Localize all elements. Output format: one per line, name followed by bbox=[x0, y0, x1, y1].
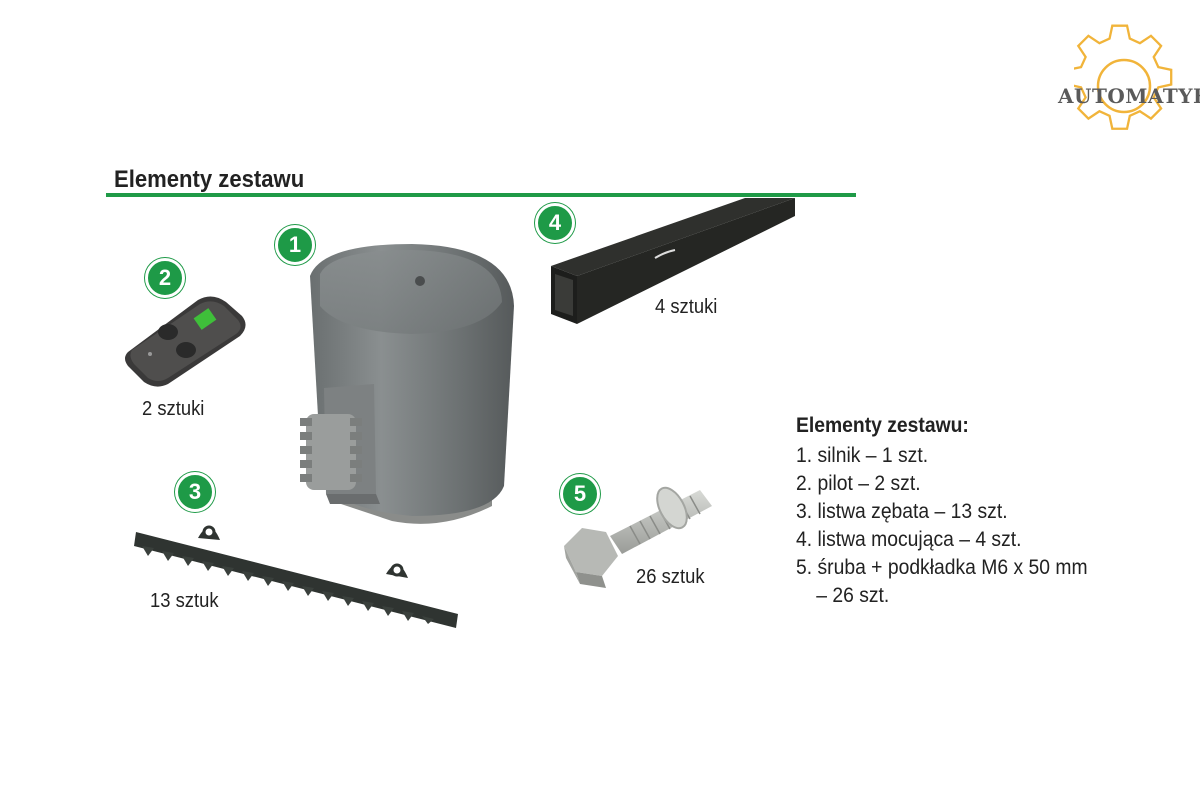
item-badge-5: 5 bbox=[560, 474, 600, 514]
item-badge-3: 3 bbox=[175, 472, 215, 512]
legend-item-1: 1. silnik – 1 szt. bbox=[796, 444, 929, 467]
section-title: Elementy zestawu bbox=[114, 166, 305, 193]
quantity-label-4: 4 sztuki bbox=[655, 296, 718, 318]
parts-legend: Elementy zestawu: 1. silnik – 1 szt. 2. … bbox=[796, 414, 1176, 610]
legend-item-4: 4. listwa mocująca – 4 szt. bbox=[796, 528, 1022, 551]
legend-item-5: 5. śruba + podkładka M6 x 50 mm bbox=[796, 556, 1088, 579]
item-badge-4: 4 bbox=[535, 203, 575, 243]
bolt-image bbox=[564, 486, 712, 588]
gear-icon bbox=[1074, 24, 1173, 130]
legend-item-5-continued: – 26 szt. bbox=[816, 584, 890, 607]
remote-image bbox=[125, 296, 246, 387]
logo-text: AUTOMATYKA bbox=[1058, 84, 1200, 108]
legend-item-3: 3. listwa zębata – 13 szt. bbox=[796, 500, 1008, 523]
brand-logo: AUTOMATYKA bbox=[1058, 18, 1200, 148]
quantity-label-2: 2 sztuki bbox=[142, 398, 205, 420]
mounting-bar-image bbox=[551, 198, 795, 324]
item-badge-1: 1 bbox=[275, 225, 315, 265]
legend-item-2: 2. pilot – 2 szt. bbox=[796, 472, 921, 495]
gear-rack-image bbox=[134, 525, 458, 628]
item-badge-2: 2 bbox=[145, 258, 185, 298]
legend-title: Elementy zestawu: bbox=[796, 414, 969, 437]
motor-image bbox=[300, 244, 514, 524]
quantity-label-3: 13 sztuk bbox=[150, 590, 219, 612]
section-divider bbox=[106, 193, 856, 197]
quantity-label-5: 26 sztuk bbox=[636, 566, 705, 588]
